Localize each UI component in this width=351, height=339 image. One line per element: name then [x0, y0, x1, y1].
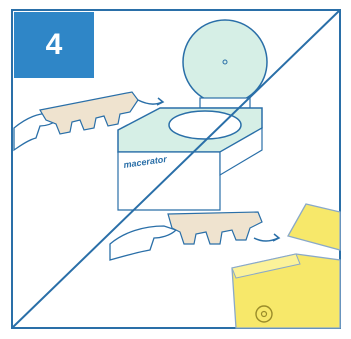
illustration-frame: [11, 9, 341, 329]
sharps-bin: [231, 203, 341, 329]
macerator-lid: [182, 19, 268, 105]
biohazard-icon: [255, 305, 273, 323]
pulp-tray-lower: [167, 211, 263, 245]
step-number-badge: 4: [14, 12, 94, 78]
macerator-unit: [117, 19, 268, 211]
sharps-bin-lid: [287, 203, 341, 251]
hand-with-tray-upper: [13, 91, 139, 152]
hand-upper: [13, 112, 60, 152]
hand-lower: [109, 225, 178, 261]
hand-with-tray-lower: [109, 211, 263, 261]
pulp-tray-upper: [39, 91, 139, 135]
diagonal-divider: [11, 9, 341, 329]
